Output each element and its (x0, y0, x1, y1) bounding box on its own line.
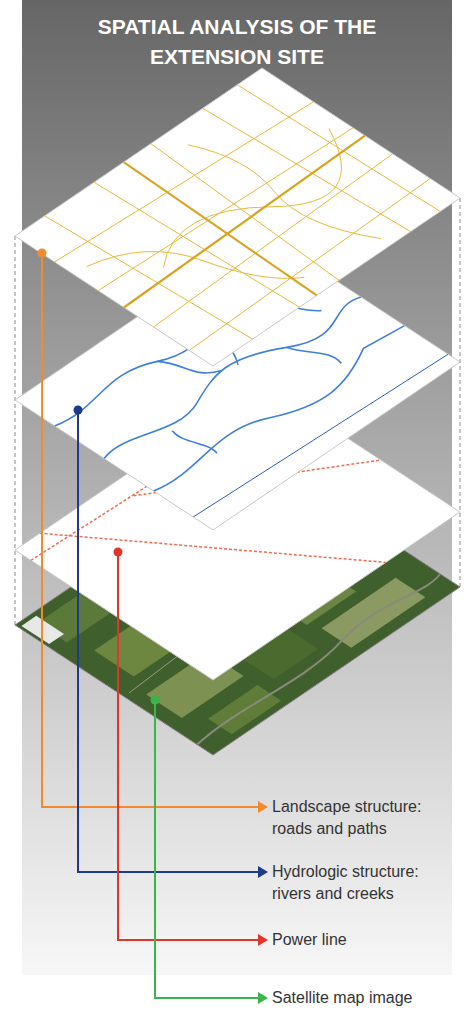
layer-label: Landscape structure: roads and paths (272, 796, 462, 840)
leader-dots (38, 249, 160, 705)
layer-label: Satellite map image (272, 987, 462, 1009)
layer-label: Hydrologic structure: rivers and creeks (272, 861, 462, 905)
leader-arrowheads (258, 801, 268, 1004)
layer-label: Power line (272, 929, 462, 951)
roads-layer (15, 68, 460, 366)
leader-lines (42, 253, 260, 998)
diagram-title: SPATIAL ANALYSIS OF THE EXTENSION SITE (97, 12, 377, 72)
